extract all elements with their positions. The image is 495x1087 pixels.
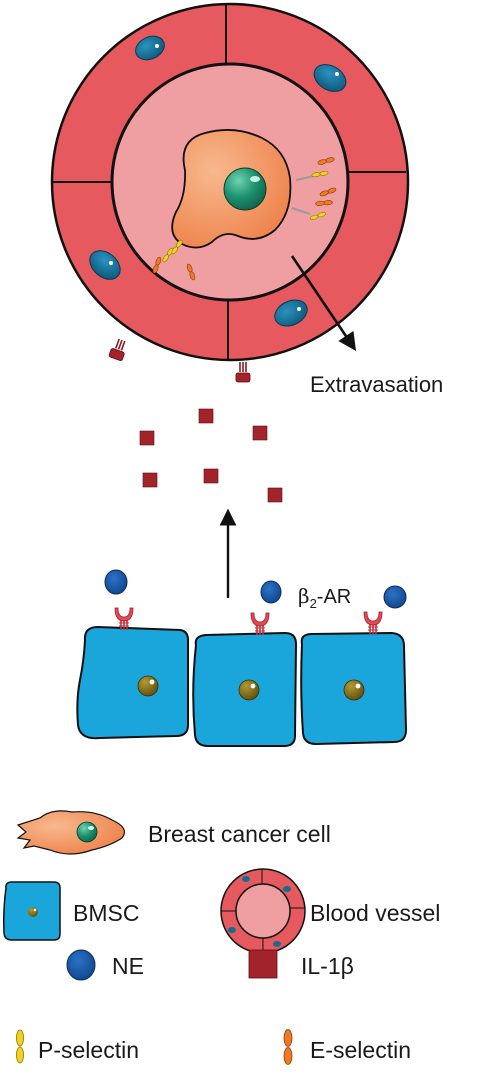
extravasation-label: Extravasation <box>310 372 443 397</box>
endothelial-nucleus-top-right <box>313 64 347 92</box>
b2ar-label: β2-AR <box>298 584 351 611</box>
il1b-particle <box>267 487 283 503</box>
il1b-particle <box>203 468 219 484</box>
blood-vessel <box>50 2 410 383</box>
selectins-lumen-right <box>291 156 337 221</box>
il1b-particle <box>139 430 155 446</box>
legend-blood-vessel-label: Blood vessel <box>310 900 440 926</box>
legend-il1b-label: IL-1β <box>301 953 354 979</box>
legend-p-selectin-icon <box>15 1029 24 1064</box>
bmsc-nucleus <box>343 679 365 701</box>
ne-molecule <box>383 585 407 609</box>
bmsc-nucleus <box>238 679 260 701</box>
endothelial-nucleus-bottom-right <box>274 299 308 327</box>
endothelial-nucleus-left <box>89 250 121 280</box>
cancer-cell-nucleus <box>223 167 267 211</box>
legend-breast-cancer-cell-icon <box>16 810 125 855</box>
ne-molecules <box>104 569 407 609</box>
il1b-particle <box>198 408 214 424</box>
il1b-particle <box>142 472 158 488</box>
ne-molecule <box>104 569 128 595</box>
bmsc-nucleus <box>137 675 159 697</box>
legend-p-selectin-label: P-selectin <box>38 1037 139 1063</box>
ne-molecule <box>260 580 282 604</box>
vessel-receptor-bottom <box>235 362 251 383</box>
legend-il1b-icon <box>248 949 278 979</box>
legend-e-selectin-icon <box>283 1029 293 1065</box>
legend: Breast cancer cell BMSC Blood vessel NE <box>3 810 440 1065</box>
legend-bmsc-label: BMSC <box>73 900 139 926</box>
b2ar-receptor <box>114 607 134 631</box>
vessel-receptor-left <box>108 338 126 362</box>
il1b-particles <box>139 408 283 503</box>
legend-ne-icon <box>66 949 96 981</box>
extravasation-arrow <box>290 255 357 352</box>
b2ar-receptor <box>363 611 383 635</box>
bmsc-cells <box>76 607 408 747</box>
b2ar-receptor <box>250 612 270 636</box>
endothelial-nucleus-top-left <box>135 35 165 61</box>
legend-breast-cancer-cell-label: Breast cancer cell <box>148 821 331 847</box>
il1b-particle <box>252 425 268 441</box>
legend-bmsc-icon <box>3 881 61 941</box>
legend-ne-label: NE <box>112 953 144 979</box>
legend-e-selectin-label: E-selectin <box>310 1037 411 1063</box>
legend-blood-vessel-icon <box>220 868 306 954</box>
bmsc-cell-left <box>76 625 189 740</box>
